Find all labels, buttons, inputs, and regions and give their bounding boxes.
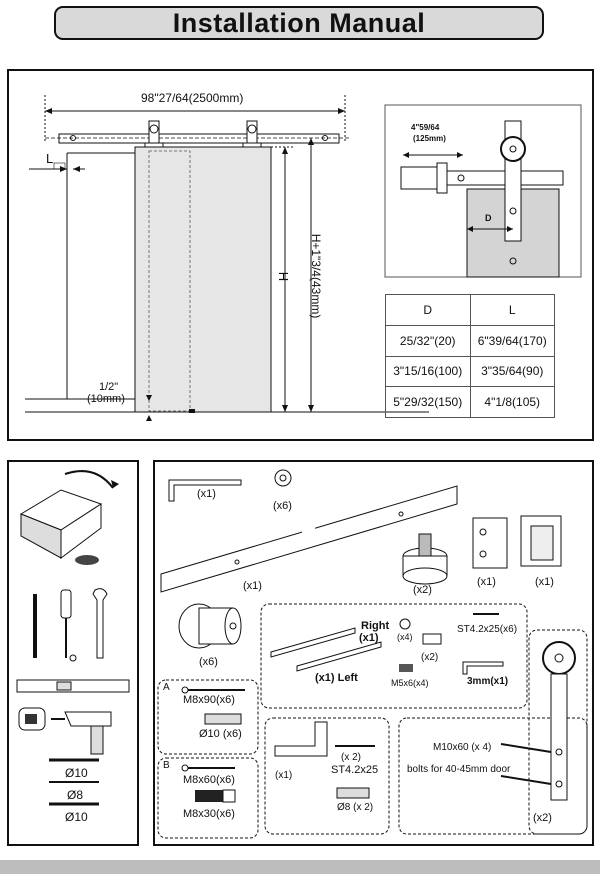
set-b-label: B xyxy=(163,760,170,771)
hex-key-icon xyxy=(168,479,242,502)
spacer-roller-icon xyxy=(178,603,242,649)
damper-right-qty: (x1) xyxy=(359,632,379,644)
bolt-spec-label: M10x60 (x 4) xyxy=(433,742,492,753)
floor-guide-icon xyxy=(274,721,328,757)
damper-left-label: (x1) Left xyxy=(315,672,358,684)
footer-bar xyxy=(0,860,600,874)
drill-bit-8-label: Ø8 xyxy=(67,788,84,802)
door-dimension-drawing xyxy=(25,95,582,421)
washer-icon xyxy=(274,469,292,487)
table-row: 3"15/16(100)3"35/64(90) xyxy=(385,355,555,388)
drill-icon xyxy=(51,711,112,755)
parts-drawing xyxy=(157,469,588,839)
hanger-qty: (x2) xyxy=(533,812,552,824)
tools-panel: Ø10 Ø8 Ø10 xyxy=(7,460,139,846)
guide-screw-label: ST4.2x25 xyxy=(331,764,379,776)
m8x90-label: M8x90(x6) xyxy=(183,694,235,706)
rail-qty: (x1) xyxy=(243,580,262,592)
m8x30-label: M8x30(x6) xyxy=(183,808,235,820)
floor-gap-mm-label: (10mm) xyxy=(87,393,125,405)
bracket2-qty: (x1) xyxy=(535,576,554,588)
bolt-note-label: bolts for 40-45mm door xyxy=(407,764,511,775)
door-height-label: H xyxy=(276,271,292,282)
m8x60-label: M8x60(x6) xyxy=(183,774,235,786)
rail-icon xyxy=(160,485,458,593)
guide-qty: (x1) xyxy=(275,770,293,781)
table-header-l: L xyxy=(469,294,555,326)
rail-length-label: 98"27/64(2500mm) xyxy=(141,91,244,105)
small-washer-qty: (x4) xyxy=(397,632,413,642)
parts-panel: (x1) (x6) (x1) (x2) (x1) (x1) (x6) Right… xyxy=(153,460,594,846)
detail-spacer-mm-label: (125mm) xyxy=(413,134,446,143)
tools-drawing xyxy=(16,470,130,806)
bracket1-qty: (x1) xyxy=(477,576,496,588)
hanger-strap-icon xyxy=(542,641,576,801)
damper-right-label: Right xyxy=(361,620,390,632)
set-a-label: A xyxy=(163,682,170,693)
bolt-m8x90-icon xyxy=(181,686,245,694)
screwdriver-icon xyxy=(60,589,77,662)
guide-screw-qty: (x 2) xyxy=(341,752,361,763)
anchor10-label: Ø10 (x6) xyxy=(199,728,242,740)
damper-left-icon xyxy=(296,641,382,672)
tape-measure-icon xyxy=(18,707,46,731)
toolbox-icon xyxy=(19,470,119,565)
hex-key-qty: (x1) xyxy=(197,488,216,500)
st-screw-label: ST4.2x25(x6) xyxy=(457,624,518,635)
table-header-d: D xyxy=(385,294,471,326)
spacer-qty: (x6) xyxy=(199,656,218,668)
drill-bit-10b-label: Ø10 xyxy=(65,810,88,824)
bracket-icon-1 xyxy=(472,517,508,569)
table-row: 25/32"(20)6"39/64(170) xyxy=(385,325,555,357)
drill-bit-icon xyxy=(49,758,99,806)
anchor-10-icon xyxy=(204,713,242,725)
table-row: 5"29/32(150)4"1/8(105) xyxy=(385,386,555,418)
detail-d-label: D xyxy=(485,213,492,223)
page-title: Installation Manual xyxy=(172,7,426,38)
detail-spacer-label: 4"59/64 xyxy=(411,123,440,132)
gap-l-label: L xyxy=(46,151,54,166)
damper-right-icon xyxy=(270,627,356,658)
drill-bit-10-label: Ø10 xyxy=(65,766,88,780)
bracket-icon-2 xyxy=(520,515,562,567)
bolt-m8x60-icon xyxy=(181,764,235,772)
title-banner: Installation Manual xyxy=(54,6,544,40)
hex-small-label: 3mm(x1) xyxy=(467,676,509,687)
clip-qty: (x2) xyxy=(421,652,439,663)
bolt-m8x30-icon xyxy=(195,789,236,803)
wrench-icon xyxy=(92,588,108,659)
m5-screw-label: M5x6(x4) xyxy=(391,678,429,688)
floor-gap-label: 1/2" xyxy=(99,381,119,393)
stopper-qty: (x2) xyxy=(413,584,432,596)
level-icon xyxy=(16,679,130,693)
dimension-panel: 98"27/64(2500mm) L H H+1"3/4(43mm) 1/2" … xyxy=(7,69,594,441)
stopper-icon xyxy=(402,533,448,585)
total-height-label: H+1"3/4(43mm) xyxy=(309,233,323,319)
washer-qty: (x6) xyxy=(273,500,292,512)
guide-anchor-label: Ø8 (x 2) xyxy=(337,802,374,813)
